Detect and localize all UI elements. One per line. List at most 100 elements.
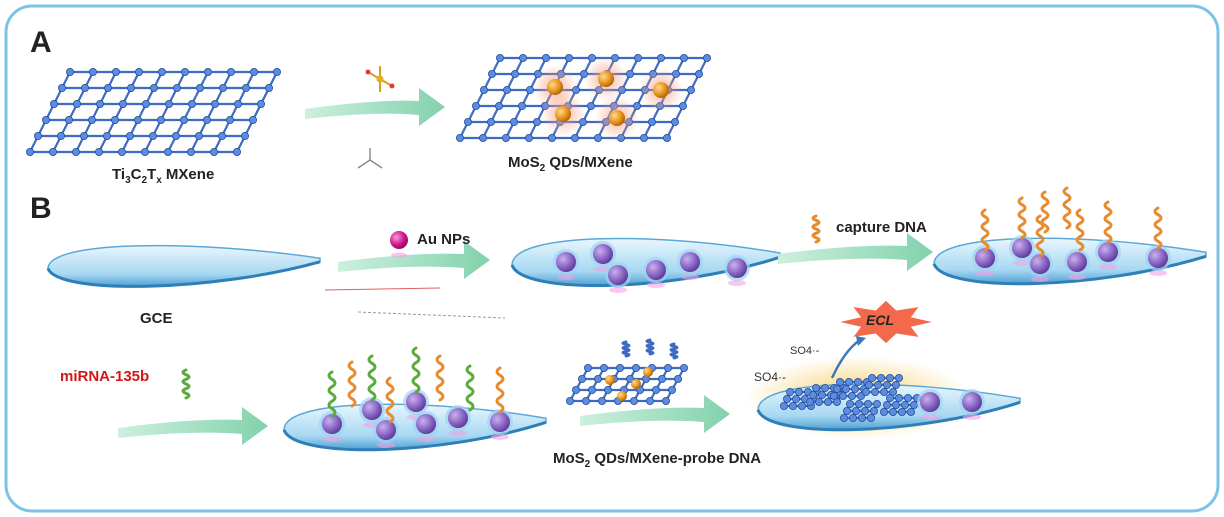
- lattice-atom: [795, 387, 804, 396]
- lattice-atom: [852, 406, 861, 415]
- lattice-atom: [695, 70, 704, 79]
- lattice-atom: [873, 399, 882, 408]
- particle-shadow: [417, 436, 435, 442]
- lattice-atom: [868, 373, 877, 382]
- thiourea-molecule: [357, 148, 383, 169]
- lattice-atom: [870, 406, 879, 415]
- atom: [376, 75, 384, 83]
- lattice-atom: [103, 131, 112, 140]
- lattice-atom: [648, 118, 657, 127]
- lattice-bond: [665, 367, 685, 402]
- au-nanoparticle: [322, 414, 342, 434]
- lattice-atom: [780, 401, 789, 410]
- lattice-atom: [486, 118, 495, 127]
- capture-dna-label: capture DNA: [836, 219, 927, 236]
- lattice-atom: [256, 100, 265, 109]
- hybrid-strand: [385, 376, 395, 424]
- mos2-quantum-dot: [547, 79, 563, 95]
- lattice-atom: [164, 100, 173, 109]
- capture-dna-strand: [1075, 208, 1085, 252]
- sketch-line: [324, 287, 441, 291]
- lattice-atom: [179, 116, 188, 125]
- au-nanoparticle: [1098, 242, 1118, 262]
- particle-shadow: [491, 434, 509, 440]
- lattice-atom: [851, 384, 860, 393]
- lattice-atom: [846, 399, 855, 408]
- au-nanoparticle: [962, 392, 982, 412]
- mos2-quantum-dot: [598, 71, 614, 87]
- lattice-atom: [658, 374, 667, 383]
- lattice-atom: [112, 68, 121, 77]
- capture-dna-strand: [1040, 190, 1050, 234]
- lattice-atom: [471, 102, 480, 111]
- lattice-atom: [171, 131, 180, 140]
- lattice-atom: [640, 133, 649, 142]
- lattice-atom: [548, 133, 557, 142]
- lattice-atom: [616, 363, 625, 372]
- lattice-atom: [495, 54, 504, 63]
- lattice-atom: [25, 147, 34, 156]
- lattice-atom: [830, 391, 839, 400]
- lattice-atom: [789, 401, 798, 410]
- particle-shadow: [921, 414, 939, 420]
- lattice-atom: [626, 374, 635, 383]
- lattice-atom: [892, 400, 901, 409]
- ecl-burst: [840, 300, 932, 344]
- lattice-atom: [898, 407, 907, 416]
- lattice-atom: [652, 385, 661, 394]
- lattice-atom: [566, 396, 575, 405]
- probe-dna-strand: [645, 338, 655, 356]
- lattice-atom: [907, 407, 916, 416]
- probe-binding-arrow: [580, 395, 730, 433]
- lattice-atom: [240, 131, 249, 140]
- capture-dna-strand: [1062, 186, 1072, 230]
- particle-shadow: [323, 436, 341, 442]
- lattice-atom: [901, 400, 910, 409]
- lattice-atom: [812, 383, 821, 392]
- lattice-atom: [845, 377, 854, 386]
- ti3c2tx-lattice: [25, 68, 281, 156]
- probe-qd: [643, 367, 653, 377]
- lattice-atom: [680, 363, 689, 372]
- lattice-atom: [210, 100, 219, 109]
- au-nanoparticle: [490, 412, 510, 432]
- lattice-atom: [598, 396, 607, 405]
- lattice-atom: [127, 84, 136, 93]
- lattice-atom: [862, 387, 871, 396]
- bound-probe-sheet: [880, 393, 922, 416]
- lattice-atom: [646, 396, 655, 405]
- lattice-atom: [836, 377, 845, 386]
- lattice-atom: [73, 100, 82, 109]
- lattice-atom: [163, 147, 172, 156]
- lattice-atom: [849, 413, 858, 422]
- lattice-atom: [833, 384, 842, 393]
- lattice-atom: [874, 380, 883, 389]
- au-nanoparticle: [362, 400, 382, 420]
- lattice-atom: [218, 84, 227, 93]
- lattice-atom: [119, 100, 128, 109]
- capture-dna-strand: [980, 208, 990, 252]
- lattice-atom: [588, 385, 597, 394]
- bound-probe-sheet: [840, 399, 882, 422]
- lattice-atom: [895, 393, 904, 402]
- lattice-atom: [663, 133, 672, 142]
- lattice-atom: [126, 131, 135, 140]
- au-nanoparticle: [646, 260, 666, 280]
- mos2-quantum-dot: [609, 110, 625, 126]
- ecl-label: ECL: [866, 312, 894, 328]
- lattice-atom: [519, 54, 528, 63]
- so4-radical-small: SO4·-: [790, 345, 820, 357]
- lattice-atom: [578, 374, 587, 383]
- au-nanoparticle: [593, 244, 613, 264]
- lattice-atom: [187, 100, 196, 109]
- bare-gce: [46, 244, 321, 288]
- lattice-bond: [585, 367, 605, 402]
- lattice-atom: [664, 363, 673, 372]
- lattice-atom: [80, 131, 89, 140]
- au-np-shadow: [391, 252, 407, 258]
- probe-qd: [617, 391, 627, 401]
- lattice-atom: [88, 116, 97, 125]
- lattice-atom: [587, 102, 596, 111]
- lattice-atom: [533, 118, 542, 127]
- lattice-atom: [186, 147, 195, 156]
